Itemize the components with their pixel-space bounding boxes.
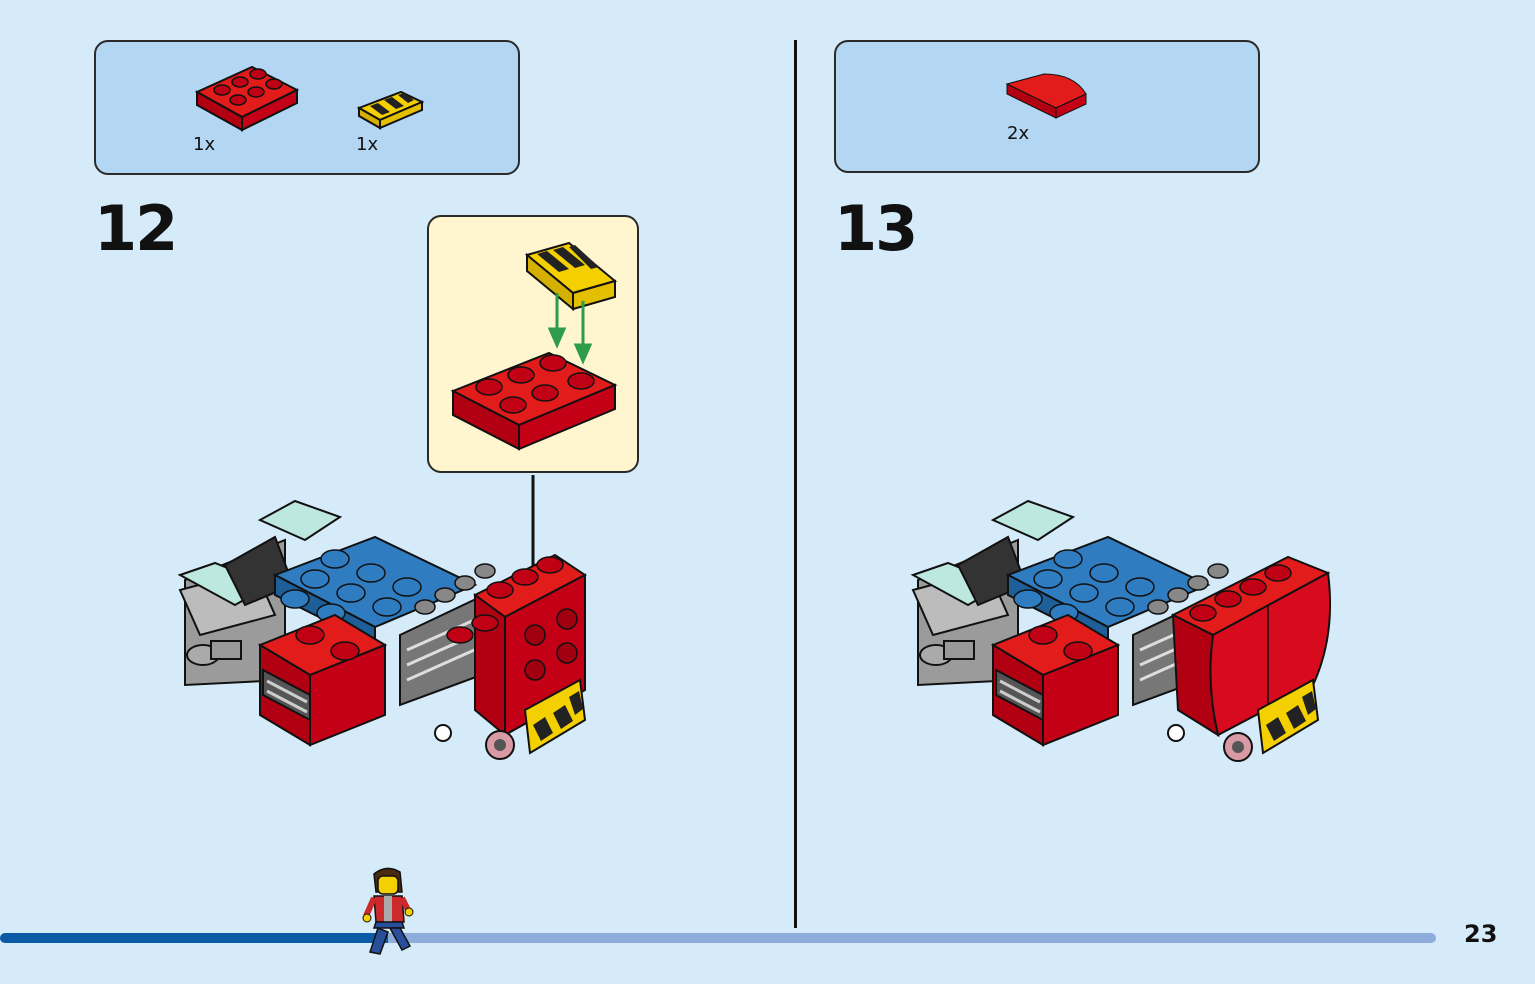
page-number: 23 [1464,920,1498,948]
red-curved-slope-icon [1005,73,1087,119]
minifigure-progress-icon [362,867,414,955]
red-plate-icon [194,65,300,132]
subassembly-callout [427,215,639,473]
yellow-tile-icon [356,90,425,130]
step-number: 13 [834,192,918,265]
progress-track [0,933,1436,943]
callout-assembly-illustration [450,241,618,451]
step-number: 12 [94,192,178,265]
step-13-model-illustration [910,499,1332,762]
step-12-model-illustration [177,499,587,760]
step-12-parts-box: 1x 1x [94,40,520,175]
part-qty: 1x [356,134,379,155]
part-qty: 2x [1007,123,1030,144]
page-divider [794,40,797,928]
step-13-parts-box: 2x [834,40,1260,173]
progress-fill [0,933,388,943]
part-qty: 1x [193,134,216,155]
